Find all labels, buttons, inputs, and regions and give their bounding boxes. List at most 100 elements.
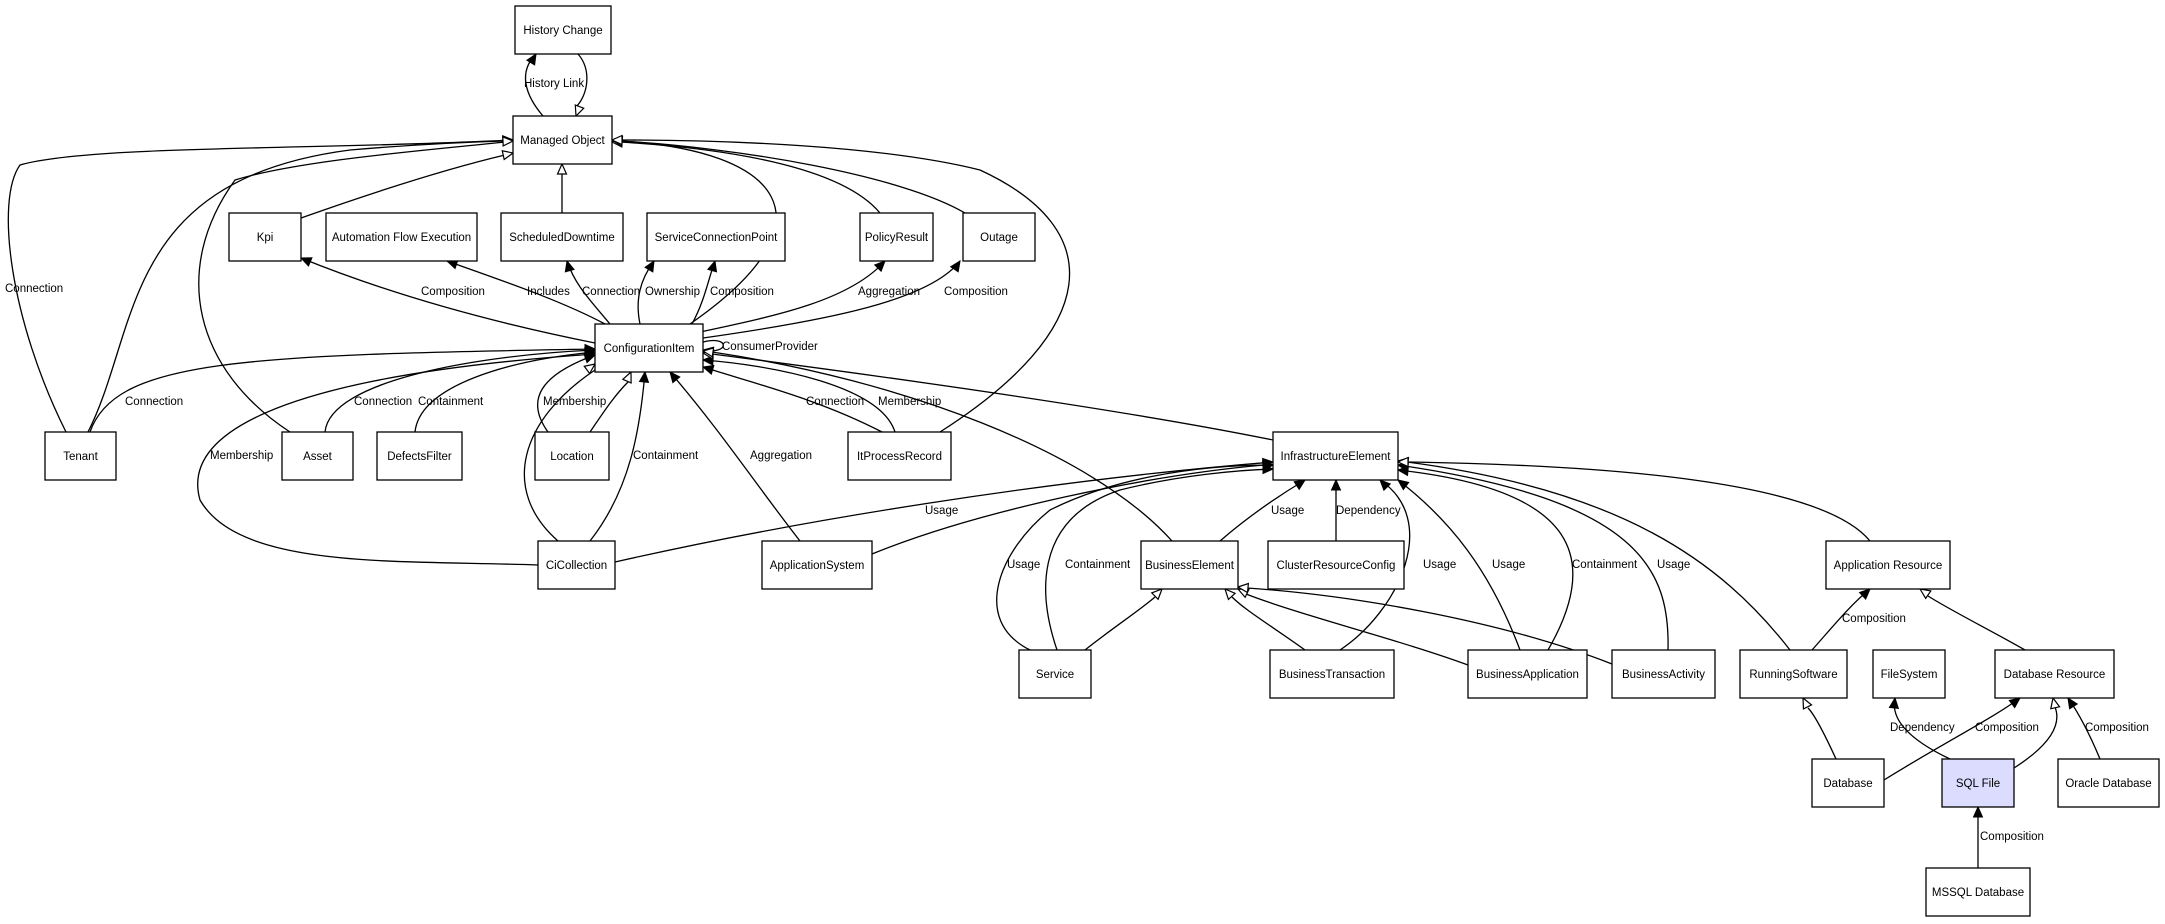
node-bizact[interactable]: BusinessActivity xyxy=(1611,649,1716,699)
node-managed-object[interactable]: Managed Object xyxy=(512,115,613,165)
edge-line xyxy=(619,141,881,214)
edge-label: Usage xyxy=(1657,559,1690,571)
node-dbresource[interactable]: Database Resource xyxy=(1994,649,2115,699)
node-policy[interactable]: PolicyResult xyxy=(859,212,934,262)
node-box[interactable] xyxy=(514,5,612,55)
node-box[interactable] xyxy=(859,212,934,262)
node-defects[interactable]: DefectsFilter xyxy=(376,431,463,481)
node-sqlfile[interactable]: SQL File xyxy=(1941,758,2015,808)
node-runsw[interactable]: RunningSoftware xyxy=(1739,649,1848,699)
node-label: MSSQL Database xyxy=(1932,887,2024,899)
edge-asset-mo xyxy=(198,136,515,433)
node-bizapp[interactable]: BusinessApplication xyxy=(1467,649,1588,699)
node-automation[interactable]: Automation Flow Execution xyxy=(325,212,478,262)
node-box[interactable] xyxy=(1811,758,1885,808)
node-box[interactable] xyxy=(962,212,1036,262)
edge-line xyxy=(1883,697,2021,781)
association-arrowhead xyxy=(526,52,537,66)
node-box[interactable] xyxy=(512,115,613,165)
node-box[interactable] xyxy=(847,431,952,481)
node-ci[interactable]: ConfigurationItem xyxy=(594,323,704,373)
node-label: ApplicationSystem xyxy=(770,560,865,572)
node-box[interactable] xyxy=(1925,867,2031,917)
edge-dbres-appres xyxy=(1918,588,2026,651)
node-scp[interactable]: ServiceConnectionPoint xyxy=(646,212,786,262)
generalization-arrowhead xyxy=(1918,588,1932,600)
node-box[interactable] xyxy=(1872,649,1946,699)
association-arrowhead xyxy=(2067,696,2079,710)
node-box[interactable] xyxy=(646,212,786,262)
edge-ci-sched: Connection xyxy=(564,259,640,325)
node-appresource[interactable]: Application Resource xyxy=(1825,540,1951,590)
node-box[interactable] xyxy=(2057,758,2160,808)
node-biztx[interactable]: BusinessTransaction xyxy=(1269,649,1395,699)
generalization-arrowhead xyxy=(610,134,623,146)
node-label: BusinessElement xyxy=(1145,560,1235,572)
node-box[interactable] xyxy=(281,431,354,481)
node-box[interactable] xyxy=(761,540,873,590)
node-asset[interactable]: Asset xyxy=(281,431,354,481)
node-service[interactable]: Service xyxy=(1018,649,1092,699)
node-clusterconf[interactable]: ClusterResourceConfig xyxy=(1267,540,1405,590)
node-box[interactable] xyxy=(500,212,624,262)
node-kpi[interactable]: Kpi xyxy=(228,212,302,262)
node-itprocess[interactable]: ItProcessRecord xyxy=(847,431,952,481)
node-box[interactable] xyxy=(537,540,616,590)
node-infra[interactable]: InfrastructureElement xyxy=(1272,431,1399,481)
node-box[interactable] xyxy=(1611,649,1716,699)
node-box[interactable] xyxy=(1269,649,1395,699)
node-location[interactable]: Location xyxy=(534,431,610,481)
node-label: Application Resource xyxy=(1834,560,1943,572)
node-scheduled[interactable]: ScheduledDowntime xyxy=(500,212,624,262)
edge-line xyxy=(1397,479,1521,651)
edge-line xyxy=(1246,587,1613,665)
node-box[interactable] xyxy=(228,212,302,262)
edge-line xyxy=(589,381,629,433)
node-oracledb[interactable]: Oracle Database xyxy=(2057,758,2160,808)
node-box[interactable] xyxy=(44,431,117,481)
edge-database-runsw xyxy=(1802,696,1837,760)
association-arrowhead xyxy=(2008,697,2021,709)
node-box[interactable] xyxy=(1994,649,2115,699)
node-box[interactable] xyxy=(1267,540,1405,590)
node-label: Automation Flow Execution xyxy=(332,232,471,244)
edge-label: Membership xyxy=(878,396,941,408)
edge-label: Containment xyxy=(418,396,484,408)
node-tenant[interactable]: Tenant xyxy=(44,431,117,481)
edge-line xyxy=(1397,464,1669,651)
node-mssqldb[interactable]: MSSQL Database xyxy=(1925,867,2031,917)
node-box[interactable] xyxy=(325,212,478,262)
edge-ci-auto: Includes xyxy=(445,259,606,325)
node-box[interactable] xyxy=(1941,758,2015,808)
node-appsystem[interactable]: ApplicationSystem xyxy=(761,540,873,590)
edge-hist-link: History Link xyxy=(524,52,584,117)
node-box[interactable] xyxy=(1739,649,1848,699)
edge-label: Connection xyxy=(582,286,640,298)
node-box[interactable] xyxy=(1825,540,1951,590)
node-box[interactable] xyxy=(594,323,704,373)
node-outage[interactable]: Outage xyxy=(962,212,1036,262)
association-arrowhead xyxy=(1379,479,1392,492)
node-box[interactable] xyxy=(376,431,463,481)
edge-label: Dependency xyxy=(1890,722,1955,734)
node-filesystem[interactable]: FileSystem xyxy=(1872,649,1946,699)
edge-label: Composition xyxy=(710,286,774,298)
node-box[interactable] xyxy=(1467,649,1588,699)
association-arrowhead xyxy=(949,259,961,273)
edge-label: Dependency xyxy=(1336,505,1401,517)
node-database[interactable]: Database xyxy=(1811,758,1885,808)
edge-line xyxy=(300,257,596,344)
node-box[interactable] xyxy=(1272,431,1399,481)
edge-line xyxy=(1406,461,1871,542)
node-history-change[interactable]: History Change xyxy=(514,5,612,55)
node-box[interactable] xyxy=(534,431,610,481)
edge-line xyxy=(871,464,1265,555)
edge-itproc-ci-conn: Connection xyxy=(701,364,883,433)
edge-label: Membership xyxy=(210,450,273,462)
node-box[interactable] xyxy=(1018,649,1092,699)
edge-cluster-infra: Dependency xyxy=(1330,478,1401,541)
node-cicollection[interactable]: CiCollection xyxy=(537,540,616,590)
node-box[interactable] xyxy=(1140,540,1239,590)
node-bizelement[interactable]: BusinessElement xyxy=(1140,540,1239,590)
node-label: ItProcessRecord xyxy=(857,451,942,463)
